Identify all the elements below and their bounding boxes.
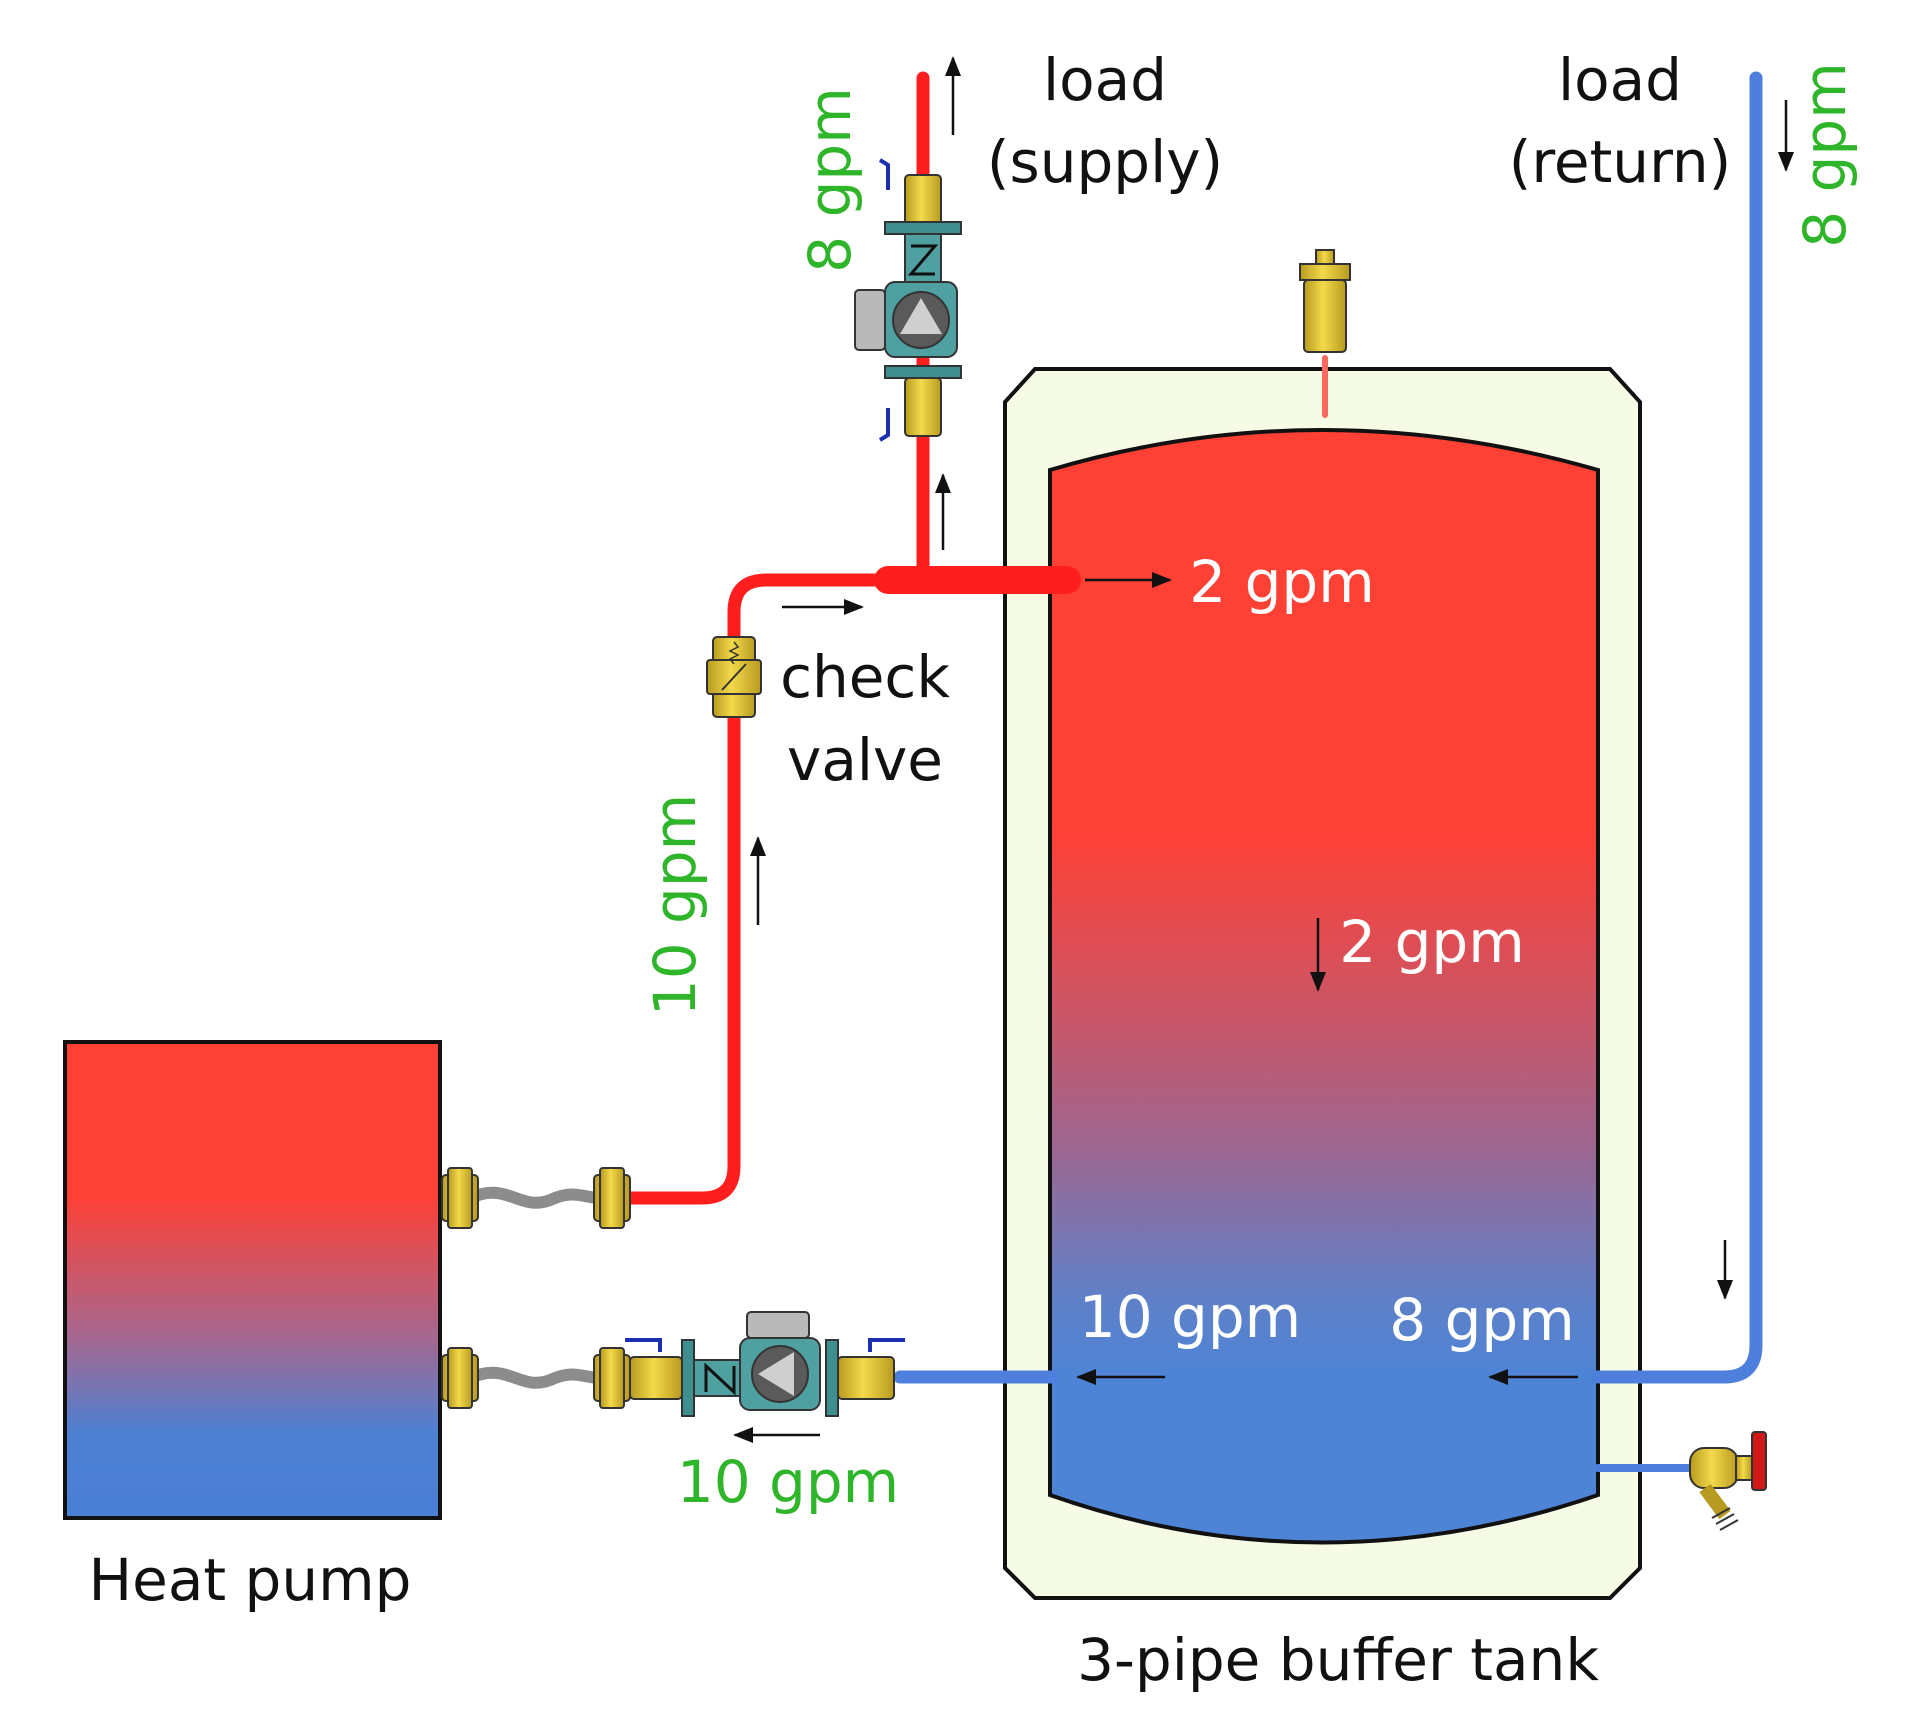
ball-valve-icon bbox=[904, 377, 942, 437]
load-supply-label-line1: load bbox=[1043, 46, 1167, 114]
load-circulator-assembly bbox=[854, 158, 962, 442]
flow-tank-down-label: 2 gpm bbox=[1339, 908, 1524, 976]
drain-valve-icon bbox=[1689, 1431, 1767, 1531]
heat-pump-label: Heat pump bbox=[89, 1546, 412, 1614]
check-valve-label-line1: check bbox=[780, 643, 950, 711]
ball-valve-icon bbox=[837, 1356, 895, 1400]
load-supply-label-line2: (supply) bbox=[987, 128, 1223, 196]
union-fitting-icon bbox=[441, 1167, 631, 1409]
flow-hp-supply-label: 10 gpm bbox=[641, 794, 709, 1016]
flow-arrows bbox=[733, 56, 1794, 1443]
hose-return bbox=[464, 1366, 606, 1389]
load-return-pipe bbox=[1591, 71, 1763, 1384]
ball-valve-icon bbox=[629, 1356, 683, 1400]
heat-pump-supply-pipe bbox=[618, 573, 1067, 1205]
load-return-label-line2: (return) bbox=[1509, 128, 1732, 196]
flow-tank-outlet-label: 10 gpm bbox=[1079, 1283, 1301, 1351]
ball-valve-icon bbox=[904, 174, 942, 228]
buffer-tank-label: 3-pipe buffer tank bbox=[1077, 1626, 1599, 1694]
flow-load-supply-label: 8 gpm bbox=[796, 87, 864, 272]
heat-pump-unit bbox=[63, 1040, 442, 1520]
check-valve-icon bbox=[706, 636, 762, 718]
flex-hoses bbox=[464, 1186, 606, 1389]
flow-tank-top-label: 2 gpm bbox=[1189, 548, 1374, 616]
flow-hp-return-label: 10 gpm bbox=[677, 1448, 899, 1516]
cold-piping bbox=[893, 71, 1763, 1472]
air-vent-icon bbox=[1299, 249, 1351, 353]
heat-pump-circulator-assembly bbox=[625, 1311, 905, 1417]
hose-supply bbox=[464, 1186, 606, 1209]
load-return-label-line1: load bbox=[1558, 46, 1682, 114]
check-valve-label-line2: valve bbox=[787, 726, 943, 794]
flow-tank-return-label: 8 gpm bbox=[1389, 1286, 1574, 1354]
flow-load-return-label: 8 gpm bbox=[1791, 62, 1859, 247]
